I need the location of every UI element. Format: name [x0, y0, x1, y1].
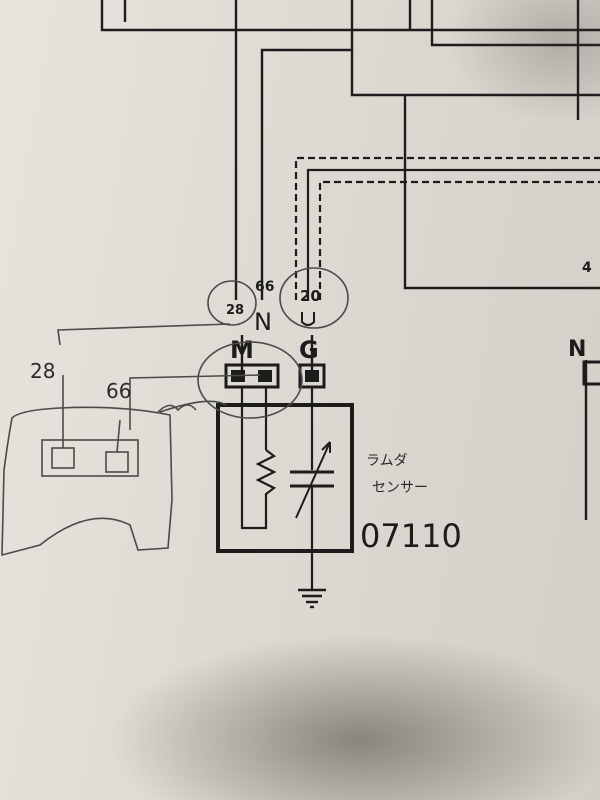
handwritten-label-66: 66: [106, 379, 131, 403]
terminal-u-mark: [301, 312, 315, 326]
signal-core: [306, 168, 600, 300]
terminal-label-m: M: [230, 336, 254, 364]
handwritten-label-28: 28: [30, 359, 55, 383]
connector-pin-3: [305, 370, 319, 382]
wire-label-4: 4: [582, 260, 592, 276]
handwritten-note-lambda: ラムダ: [366, 453, 408, 469]
wire-label-66: 66: [255, 279, 274, 295]
pencil-wire-28: [57, 323, 231, 346]
sensor-outline: [216, 403, 354, 553]
terminal-label-g: G: [299, 336, 319, 364]
ground-icon: [298, 588, 326, 609]
pencil-pin-1-outline: [51, 447, 75, 469]
heater-resistor-icon: [255, 449, 277, 500]
wire-66-vertical: [260, 48, 600, 300]
pencil-pin-2-lead: [116, 419, 121, 453]
shield-line-inner: [318, 180, 600, 300]
component-code: 07110: [360, 517, 462, 555]
wire-4-path: [403, 95, 600, 290]
pencil-pin-2-outline: [105, 451, 129, 473]
wire-label-20: 20: [300, 287, 321, 305]
wire-horizontal-45: [430, 0, 600, 47]
pencil-connector-outline: [41, 439, 139, 477]
heater-loop-wire: [240, 387, 268, 530]
shielded-cable: [294, 156, 600, 300]
pencil-annotations: [1, 267, 349, 557]
terminal-label-n: N: [254, 308, 272, 336]
connector-pin-2: [258, 370, 272, 382]
handwritten-note-sensor: センサー: [372, 480, 428, 496]
connector-block: [224, 360, 600, 389]
terminal-label-n-right: N: [568, 337, 586, 362]
shield-line-outer: [294, 156, 600, 300]
pencil-harness-outline: [1, 406, 173, 557]
wire-label-28: 28: [226, 303, 244, 318]
